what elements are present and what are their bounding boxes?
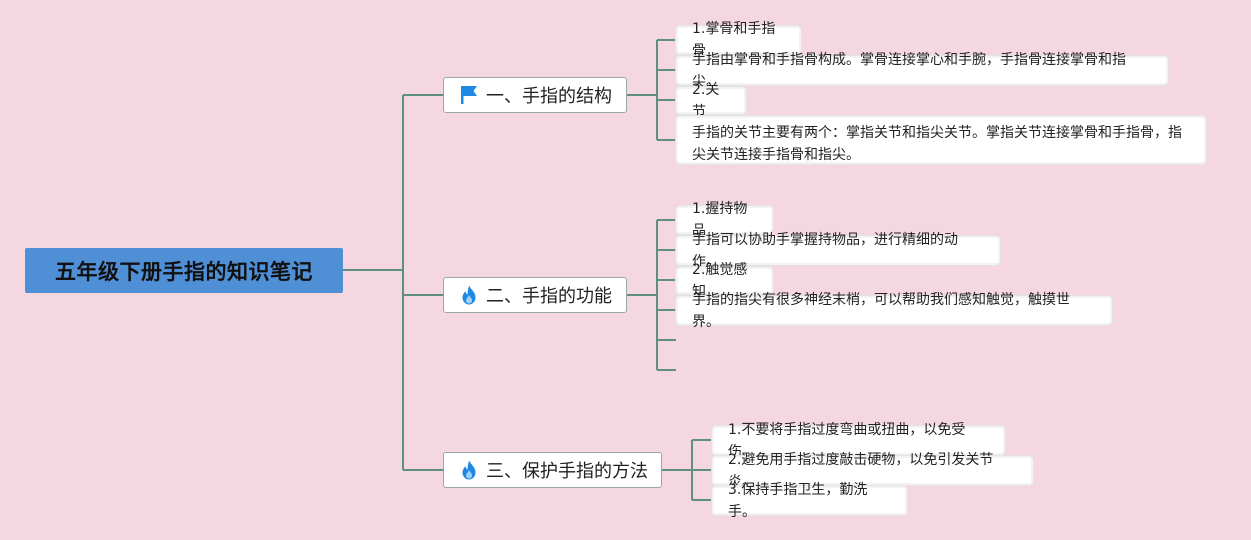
branch-function[interactable]: 二、手指的功能 (443, 277, 627, 313)
leaf-text: 1.掌骨和手指骨 (692, 21, 776, 59)
branch-protection-label: 三、保护手指的方法 (486, 461, 648, 482)
leaf-text: 手指的关节主要有两个：掌指关节和指尖关节。掌指关节连接掌骨和手指骨，指尖关节连接… (692, 125, 1182, 163)
leaf-text: 手指的指尖有很多神经末梢，可以帮助我们感知触觉，触摸世界。 (692, 291, 1070, 330)
leaf-structure-4[interactable]: 手指的关节主要有两个：掌指关节和指尖关节。掌指关节连接掌骨和手指骨，指尖关节连接… (676, 116, 1206, 164)
leaf-text: 手指可以协助手掌握持物品，进行精细的动作。 (692, 231, 958, 270)
leaf-text: 1.不要将手指过度弯曲或扭曲，以免受伤。 (728, 421, 966, 460)
leaf-function-3[interactable]: 2.触觉感知 (676, 262, 773, 300)
branch-protection[interactable]: 三、保护手指的方法 (443, 452, 662, 488)
leaf-text: 3.保持手指卫生，勤洗手。 (728, 481, 868, 520)
root-topic-label: 五年级下册手指的知识笔记 (55, 259, 313, 284)
leaf-text: 2.触觉感知 (692, 261, 748, 300)
leaf-function-1[interactable]: 1.握持物品 (676, 201, 773, 239)
leaf-text: 2.关节 (692, 81, 720, 120)
leaf-structure-2[interactable]: 手指由掌骨和手指骨构成。掌骨连接掌心和手腕，手指骨连接掌骨和指尖。 (676, 52, 1168, 90)
branch-structure[interactable]: 一、手指的结构 (443, 77, 627, 113)
leaf-protection-2[interactable]: 2.避免用手指过度敲击硬物，以免引发关节炎。 (712, 452, 1033, 490)
branch-function-label: 二、手指的功能 (486, 286, 612, 307)
leaf-text: 1.握持物品 (692, 201, 748, 239)
fire-icon (458, 284, 480, 306)
leaf-text: 2.避免用手指过度敲击硬物，以免引发关节炎。 (728, 451, 994, 490)
leaf-function-4[interactable]: 手指的指尖有很多神经末梢，可以帮助我们感知触觉，触摸世界。 (676, 292, 1112, 330)
branch-structure-label: 一、手指的结构 (486, 86, 612, 107)
flag-icon (458, 84, 480, 106)
leaf-structure-1[interactable]: 1.掌骨和手指骨 (676, 21, 801, 59)
leaf-protection-3[interactable]: 3.保持手指卫生，勤洗手。 (712, 482, 907, 520)
fire-icon (458, 459, 480, 481)
leaf-structure-3[interactable]: 2.关节 (676, 82, 746, 120)
root-topic[interactable]: 五年级下册手指的知识笔记 (25, 248, 343, 293)
leaf-function-2[interactable]: 手指可以协助手掌握持物品，进行精细的动作。 (676, 232, 1000, 270)
leaf-protection-1[interactable]: 1.不要将手指过度弯曲或扭曲，以免受伤。 (712, 422, 1005, 460)
leaf-text: 手指由掌骨和手指骨构成。掌骨连接掌心和手腕，手指骨连接掌骨和指尖。 (692, 51, 1126, 90)
